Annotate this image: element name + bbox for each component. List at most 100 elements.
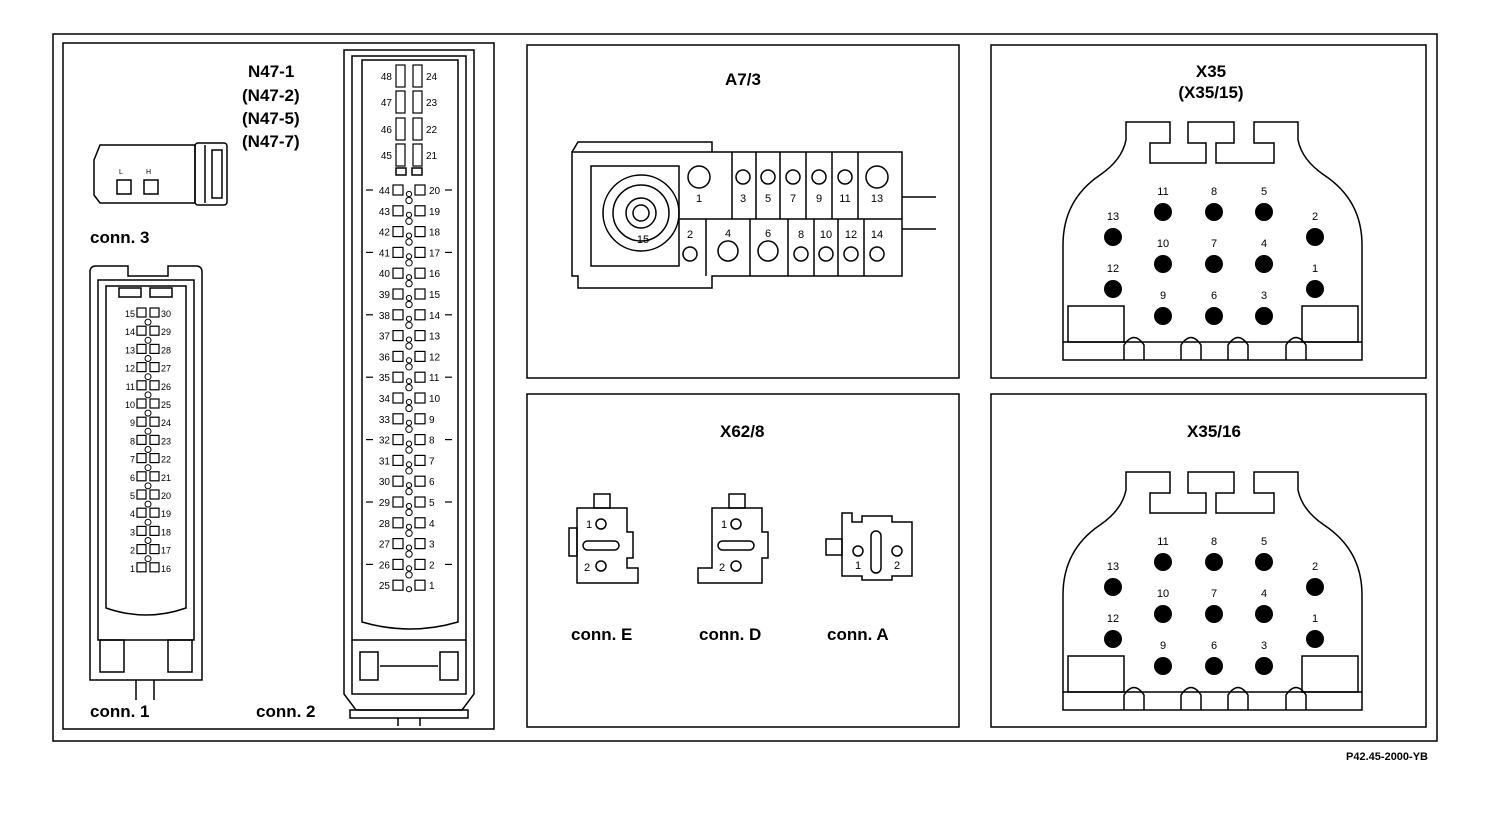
pin-contact: [1255, 307, 1273, 325]
conn3-drawing: [93, 142, 228, 206]
pin-contact: [1104, 578, 1122, 596]
conn1-pin-square: [136, 543, 147, 555]
conn1-pin-square: [149, 543, 160, 555]
conn2-pin-dot: [405, 502, 413, 510]
conn1-pin-square: [149, 525, 160, 537]
pin-contact: [1205, 255, 1223, 273]
conn2-pin-label: 45: [381, 151, 393, 162]
conn1-pin-dot: [144, 446, 152, 453]
x35-panel: [990, 44, 1427, 379]
conn2-pin-dot: [405, 440, 413, 447]
x62-conn-e-label: conn. E: [571, 625, 632, 644]
conn2-pin-square: [414, 184, 426, 196]
figure-reference: P42.45-2000-YB: [1346, 751, 1428, 763]
conn1-pin-label: 6: [130, 473, 135, 483]
conn2-pin-square: [414, 288, 426, 300]
x62-conn-a-pin-1: 1: [855, 560, 861, 572]
conn2-pin-label: 25: [379, 581, 391, 592]
conn1-pin-label: 25: [161, 400, 171, 410]
conn1-pin-square: [149, 325, 160, 336]
conn2-pin-slot: [412, 90, 423, 114]
conn1-pin-label: 9: [130, 418, 135, 428]
conn1-pin-dot: [144, 518, 152, 526]
conn2-pin-dot: [405, 446, 413, 454]
round-connector-outline: [1062, 471, 1363, 711]
conn1-drawing: [89, 265, 203, 700]
conn2-pin-label: 44: [379, 186, 391, 197]
conn1-pin-square: [136, 416, 147, 427]
conn1-label: conn. 1: [90, 702, 150, 721]
conn2-pin-dot: [405, 357, 413, 364]
conn2-pin-label: 29: [379, 498, 391, 509]
conn2-pin-label: 11: [429, 373, 440, 384]
pin-contact: [1306, 280, 1324, 298]
conn1-pin-label: 2: [130, 546, 135, 556]
conn2-pin-dot: [405, 461, 413, 468]
pin-contact: [1255, 657, 1273, 675]
conn2-pin-label: 42: [379, 228, 391, 239]
conn2-pin-dot: [405, 425, 413, 433]
conn2-pin-dot: [405, 482, 413, 489]
conn2-pin-square: [392, 454, 404, 466]
conn1-pin-label: 13: [125, 345, 135, 355]
conn1-pin-square: [136, 307, 147, 318]
pin-label: 9: [1160, 290, 1166, 302]
conn2-pin-label: 12: [429, 352, 441, 363]
conn1-pin-square: [136, 434, 147, 445]
pin-label: 10: [1157, 588, 1169, 600]
x62-conn-a-drawing: [825, 512, 913, 581]
conn2-pin-label: 33: [379, 415, 391, 426]
pin-label: 4: [1261, 238, 1267, 250]
conn2-pin-dot: [405, 550, 413, 558]
conn2-pin-label: 27: [379, 540, 391, 551]
conn1-pin-label: 27: [161, 364, 171, 374]
conn1-pin-label: 28: [161, 345, 171, 355]
pin-label: 8: [1211, 536, 1217, 548]
a73-pin-7: 7: [790, 193, 796, 205]
conn1-pin-square: [149, 343, 160, 354]
conn2-pin-slot: [412, 143, 423, 167]
conn1-pin-square: [136, 380, 147, 391]
conn2-pin-square: [392, 496, 404, 508]
pin-contact: [1306, 578, 1324, 596]
conn1-pin-label: 21: [161, 473, 171, 483]
conn1-pin-dot: [144, 355, 152, 362]
pin-contact: [1154, 203, 1172, 221]
conn2-pin-square: [392, 330, 404, 342]
conn1-pin-square: [149, 416, 160, 427]
pin-label: 6: [1211, 640, 1217, 652]
pin-label: 12: [1107, 613, 1119, 625]
conn2-pin-square: [392, 350, 404, 362]
conn2-pin-square: [414, 537, 426, 550]
key-notch: [1180, 336, 1202, 360]
conn2-pin-label: 16: [429, 269, 441, 280]
conn1-pin-dot: [144, 409, 152, 417]
conn1-pin-square: [149, 307, 160, 318]
pin-contact: [1255, 203, 1273, 221]
pin-contact: [1255, 553, 1273, 571]
conn2-pin-label: 48: [381, 72, 393, 83]
conn2-pin-dot: [405, 508, 413, 517]
conn2-pin-dot: [405, 253, 413, 260]
conn2-pin-label: 21: [426, 151, 438, 162]
conn2-pin-label: 15: [429, 290, 441, 301]
conn1-pin-dot: [144, 482, 152, 490]
ecu-label-alt-1: (N47-2): [242, 86, 300, 105]
conn2-pin-square: [392, 371, 404, 383]
conn2-pin-label: 30: [379, 477, 391, 488]
pin-label: 4: [1261, 588, 1267, 600]
a73-pin-14: 14: [871, 229, 883, 241]
conn2-pin-label: 47: [381, 98, 393, 109]
conn1-pin-label: 7: [130, 455, 135, 465]
key-notch: [1123, 336, 1145, 360]
conn1-pin-dot: [144, 427, 152, 435]
pin-contact: [1306, 228, 1324, 246]
conn2-pin-label: 41: [379, 248, 391, 259]
conn2-pin-square: [414, 413, 426, 425]
x62-panel: [526, 393, 960, 728]
base-block: [1067, 305, 1125, 343]
key-notch: [1285, 336, 1307, 360]
conn2-pin-dot: [405, 378, 413, 385]
pin-label: 3: [1261, 640, 1267, 652]
